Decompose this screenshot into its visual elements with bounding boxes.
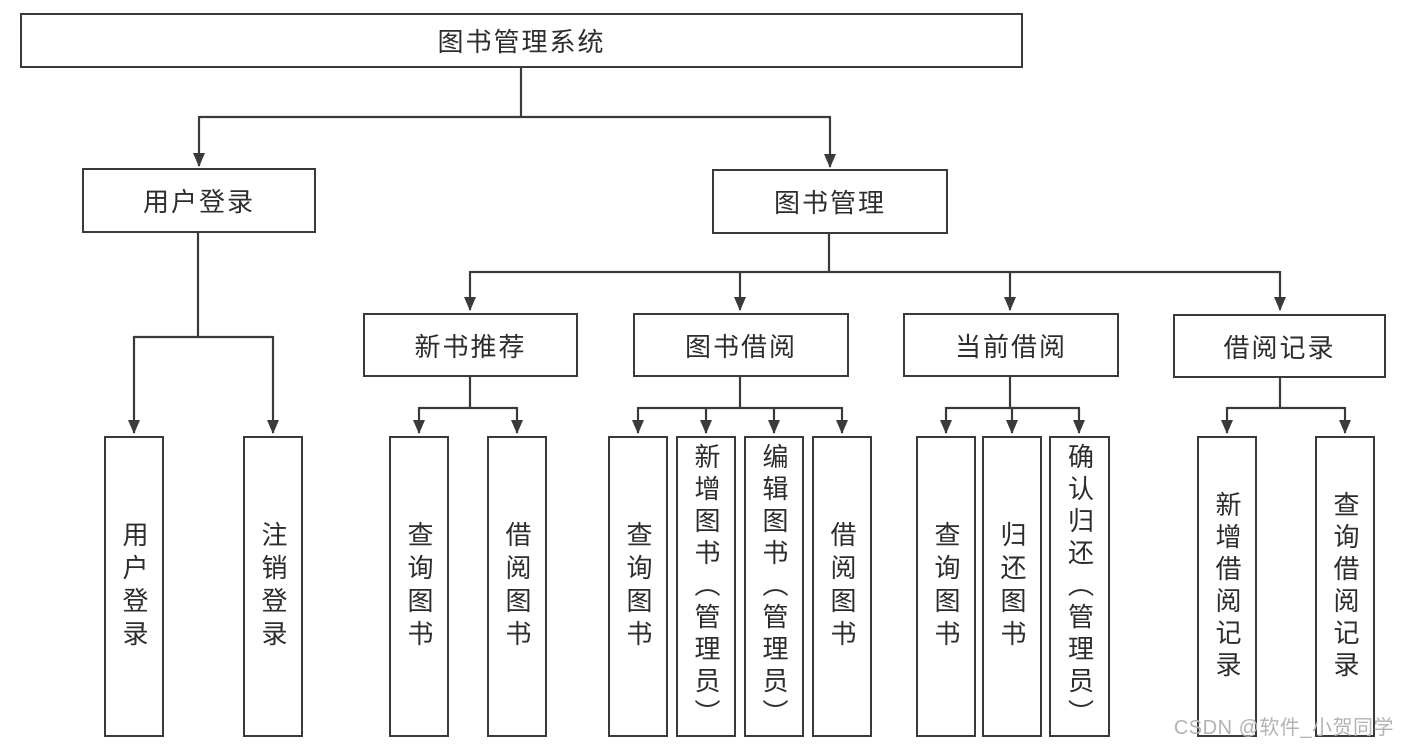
connector-current-borrowing-to-leaves [940, 376, 1085, 434]
node-current-borrowing: 当前借阅 [903, 313, 1119, 377]
node-borrowing-records: 借阅记录 [1173, 314, 1386, 378]
connector-user-login-to-leaves [128, 232, 279, 434]
leaf-add-books-admin: 新增图书（管理员） [676, 436, 736, 737]
leaf-query-books-current: 查询图书 [916, 436, 976, 737]
leaf-logout: 注销登录 [243, 436, 303, 737]
leaf-query-books-borrowing: 查询图书 [608, 436, 668, 737]
connector-borrowing-records-to-leaves [1221, 377, 1351, 434]
leaf-confirm-return-admin: 确认归还（管理员） [1049, 436, 1110, 737]
leaf-borrow-books-borrowing: 借阅图书 [812, 436, 872, 737]
node-library-management-system: 图书管理系统 [20, 13, 1023, 68]
leaf-query-books-recommend: 查询图书 [389, 436, 449, 737]
watermark: CSDN @软件_小贺同学 [1173, 717, 1394, 739]
node-user-login: 用户登录 [82, 168, 316, 233]
node-book-management: 图书管理 [712, 169, 948, 234]
connector-book-management-to-level3 [464, 233, 1286, 311]
connector-book-borrowing-to-leaves [632, 376, 848, 434]
leaf-add-borrow-record: 新增借阅记录 [1197, 436, 1257, 737]
leaf-return-books: 归还图书 [982, 436, 1042, 737]
connector-root-to-level2 [193, 67, 836, 168]
leaf-query-borrow-record: 查询借阅记录 [1315, 436, 1375, 737]
node-book-borrowing: 图书借阅 [633, 313, 849, 377]
leaf-edit-books-admin: 编辑图书（管理员） [744, 436, 804, 737]
connector-new-book-to-leaves [413, 376, 523, 434]
leaf-borrow-books-recommend: 借阅图书 [487, 436, 547, 737]
node-new-book-recommendation: 新书推荐 [363, 313, 578, 377]
leaf-user-login: 用户登录 [104, 436, 164, 737]
